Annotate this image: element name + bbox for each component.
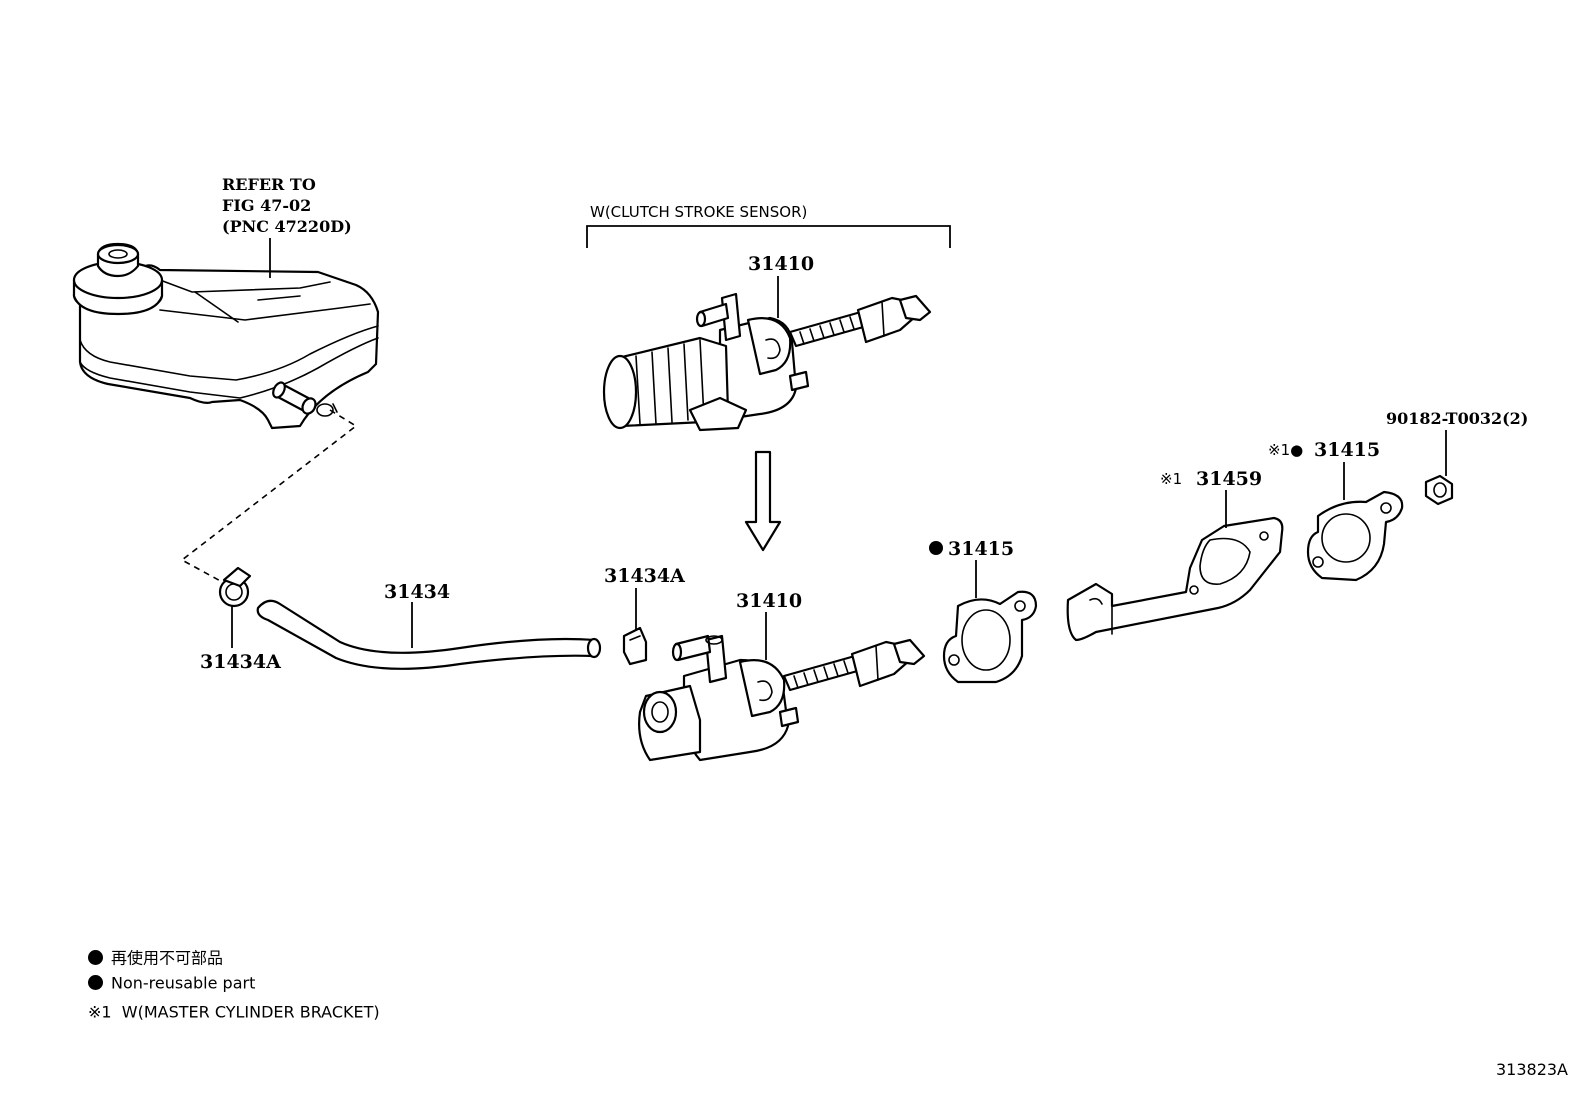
refer-line-2: FIG 47-02 (222, 196, 311, 215)
legend-item-2: Non-reusable part (88, 973, 255, 994)
gasket-right-label: 31415 (1314, 439, 1380, 461)
gasket-right-mark: ※1● (1268, 441, 1303, 459)
clip-left-label: 31434A (200, 651, 281, 673)
clip-right-label: 31434A (604, 565, 685, 587)
legend-text-1: 再使用不可部品 (111, 948, 224, 968)
refer-line-3: (PNC 47220D) (222, 217, 352, 236)
gasket-middle-label: 31415 (948, 538, 1014, 560)
hose-clip-right (622, 626, 648, 666)
legend-mark-3: ※1 (88, 1002, 112, 1022)
master-cylinder (638, 634, 926, 762)
group-label: W(CLUTCH STROKE SENSOR) (590, 203, 807, 221)
refer-line-1: REFER TO (222, 175, 316, 194)
master-cylinder-with-sensor (602, 292, 932, 432)
bracket-label: 31459 (1196, 468, 1262, 490)
master-cylinder-bracket (1066, 516, 1284, 642)
legend-item-1: 再使用不可部品 (88, 948, 223, 969)
non-reusable-dot-icon (88, 975, 103, 990)
master-cyl-bottom-label: 31410 (736, 590, 802, 612)
arrow-down-icon (744, 450, 782, 552)
legend-item-3: ※1 W(MASTER CYLINDER BRACKET) (88, 1002, 380, 1023)
non-reusable-dot-icon (88, 950, 103, 965)
hose-label: 31434 (384, 581, 450, 603)
legend-text-3: W(MASTER CYLINDER BRACKET) (121, 1002, 380, 1022)
hose-clip-left (218, 566, 252, 608)
legend-text-2: Non-reusable part (111, 973, 256, 993)
master-cyl-top-label: 31410 (748, 253, 814, 275)
dashed-connection (180, 409, 358, 585)
diagram-id: 313823A (1495, 1060, 1568, 1079)
reservoir-tank (72, 242, 380, 430)
bracket-mark: ※1 (1160, 470, 1182, 488)
group-bracket (586, 225, 951, 248)
gasket-middle (942, 590, 1038, 684)
nut-label: 90182-T0032(2) (1386, 409, 1528, 428)
gasket-right (1306, 490, 1404, 582)
nut (1424, 474, 1454, 506)
non-reusable-dot-middle (929, 541, 943, 555)
reservoir-hose (256, 599, 602, 670)
